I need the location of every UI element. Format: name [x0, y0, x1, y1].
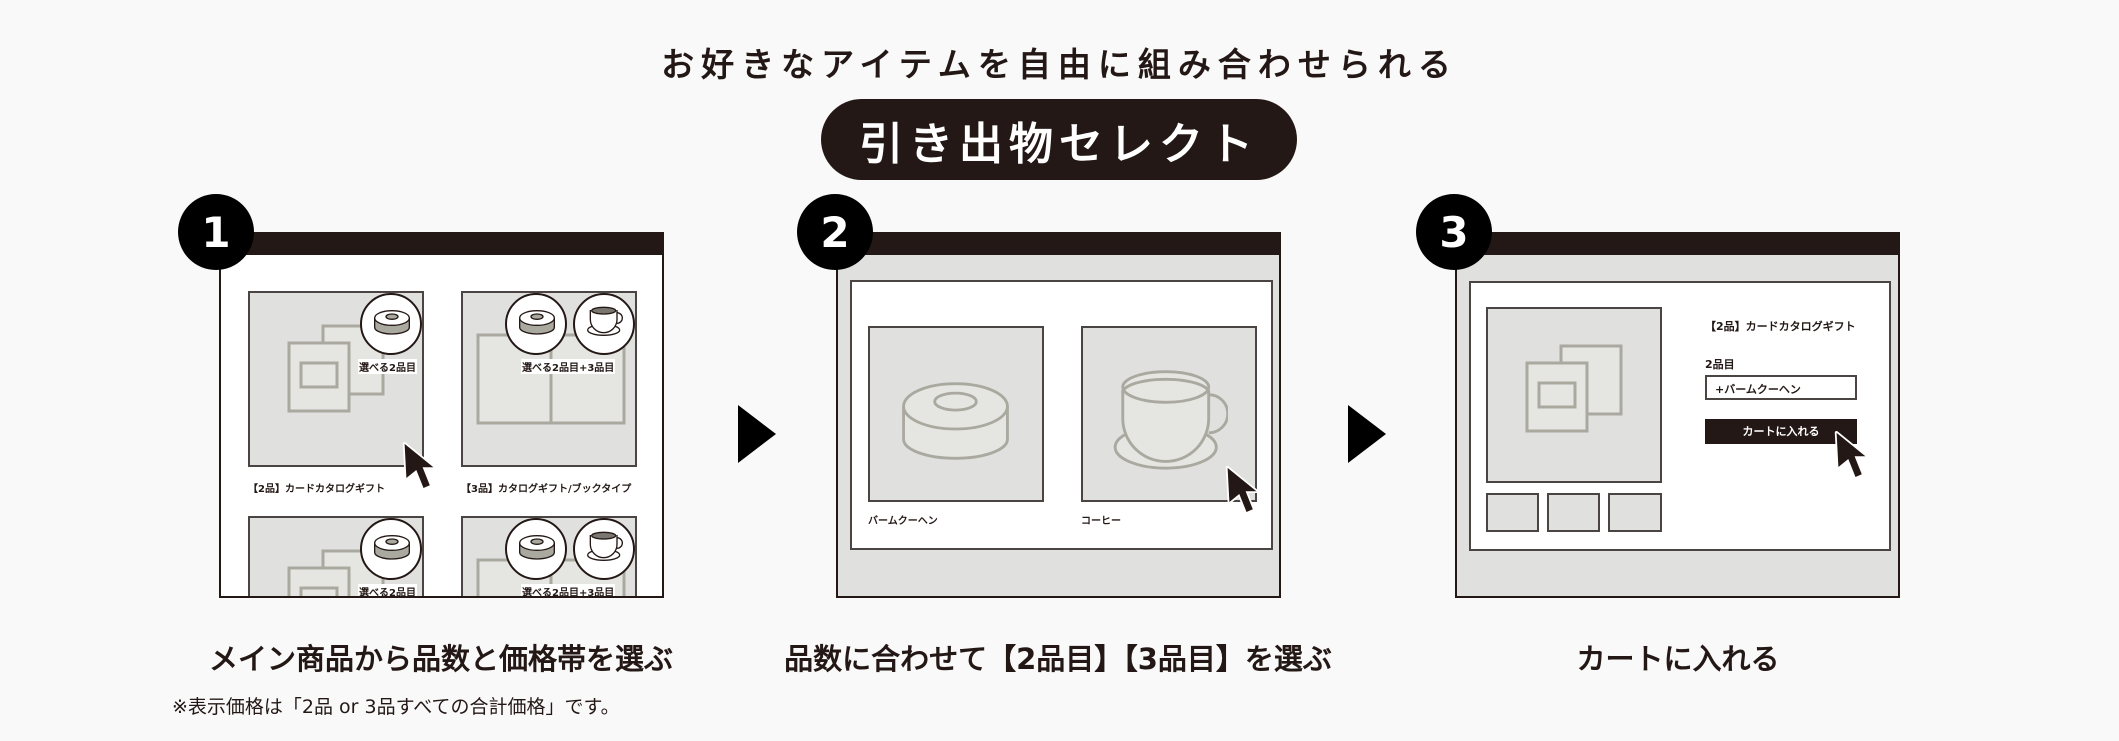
badge-circle	[505, 293, 567, 355]
step-number-1: 1	[178, 194, 254, 270]
badge-circle	[505, 518, 567, 580]
step-number-3: 3	[1416, 194, 1492, 270]
price-note: ※表示価格は「2品 or 3品すべての合計価格」です。	[172, 696, 620, 718]
content-area: 【2品】カードカタログギフト 2品目 +バームクーヘン カートに入れる	[1469, 281, 1891, 551]
baumkuchen-icon	[372, 532, 412, 562]
catalog-icon	[1524, 343, 1624, 433]
next-arrow-icon	[738, 405, 776, 463]
content-area: バームクーヘン コーヒー	[850, 280, 1273, 550]
product-card[interactable]: 選べる2品目+3品目	[461, 516, 637, 596]
step-1-title: メイン商品から品数と価格帯を選ぶ	[208, 642, 673, 676]
thumbnail[interactable]	[1547, 493, 1600, 532]
item-select-field[interactable]: +バームクーヘン	[1705, 375, 1857, 400]
coffee-cup-icon	[585, 528, 625, 562]
badge-circle	[360, 518, 422, 580]
badge-circle	[573, 293, 635, 355]
baumkuchen-icon	[517, 532, 557, 562]
product-card[interactable]: 選べる2品目	[248, 291, 424, 467]
step-2-title: 品数に合わせて【2品目】【3品目】を選ぶ	[784, 642, 1332, 676]
step-2-window: バームクーヘン コーヒー	[836, 232, 1281, 598]
cursor-icon	[1224, 464, 1260, 514]
item-caption[interactable]: コーヒー	[1081, 516, 1121, 527]
product-card[interactable]: 選べる2品目	[248, 516, 424, 596]
window-titlebar	[838, 232, 1279, 255]
badge-label: 選べる2品目	[358, 359, 417, 374]
product-title: 【2品】カードカタログギフト	[1705, 320, 1856, 333]
step-number-2: 2	[797, 194, 873, 270]
field-label: 2品目	[1705, 358, 1735, 371]
item-card-baumkuchen[interactable]	[868, 326, 1044, 502]
coffee-cup-icon	[585, 303, 625, 337]
badge-circle	[360, 293, 422, 355]
step-3-window: 【2品】カードカタログギフト 2品目 +バームクーヘン カートに入れる	[1455, 232, 1900, 598]
main-product-image	[1486, 307, 1662, 483]
badge-label: 選べる2品目+3品目	[521, 584, 616, 596]
product-caption[interactable]: 【3品】カタログギフト/ブックタイプ	[461, 484, 632, 495]
step-3-title: カートに入れる	[1576, 642, 1780, 676]
baumkuchen-icon	[517, 307, 557, 337]
window-titlebar	[1457, 232, 1898, 255]
next-arrow-icon	[1348, 405, 1386, 463]
step-1-window: 選べる2品目 【2品】カードカタログギフト 選べる2品目+3品目 【3品】カタロ…	[219, 232, 664, 598]
thumbnail[interactable]	[1486, 493, 1539, 532]
product-caption[interactable]: 【2品】カードカタログギフト	[248, 484, 385, 495]
item-caption[interactable]: バームクーヘン	[868, 516, 938, 527]
add-to-cart-button[interactable]: カートに入れる	[1705, 419, 1857, 444]
thumbnail[interactable]	[1608, 493, 1662, 532]
cursor-icon	[1833, 429, 1869, 479]
coffee-cup-icon	[1113, 366, 1228, 471]
badge-label: 選べる2品目+3品目	[521, 359, 616, 374]
window-titlebar	[221, 232, 662, 255]
badge-label: 選べる2品目	[358, 584, 417, 596]
product-card[interactable]: 選べる2品目+3品目	[461, 291, 637, 467]
cursor-icon	[401, 440, 437, 490]
badge-circle	[573, 518, 635, 580]
pill-title: 引き出物セレクト	[821, 99, 1297, 180]
headline: お好きなアイテムを自由に組み合わせられる	[661, 45, 1458, 84]
baumkuchen-icon	[898, 378, 1013, 463]
baumkuchen-icon	[372, 307, 412, 337]
